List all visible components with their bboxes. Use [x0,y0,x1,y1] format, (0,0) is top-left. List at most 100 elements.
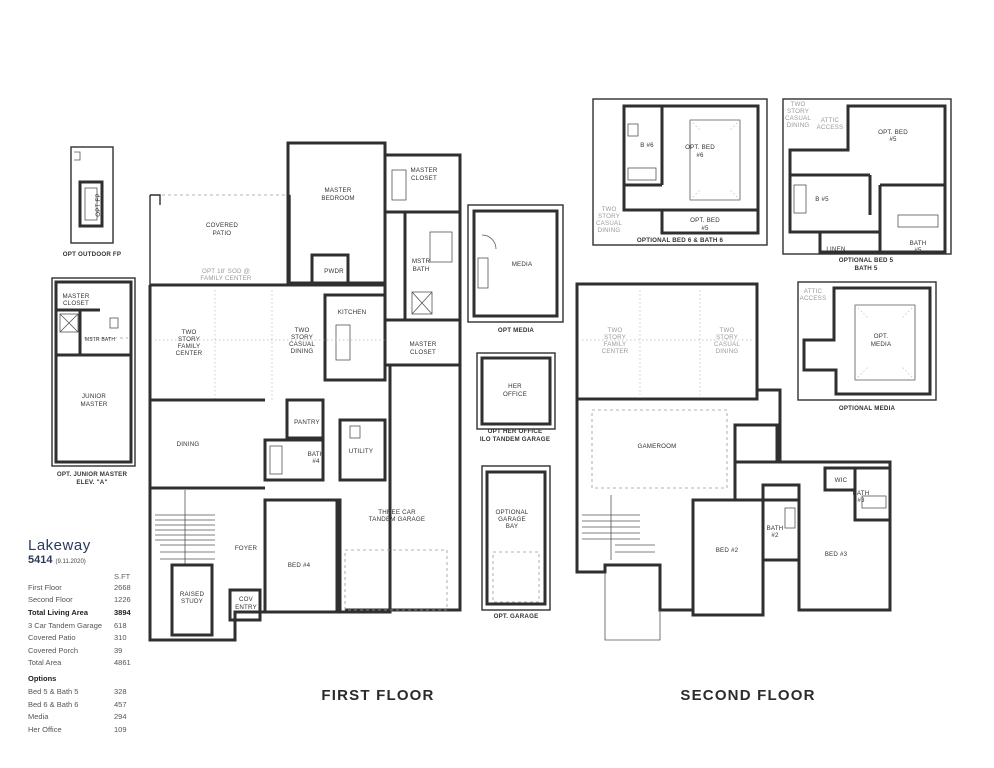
sf-casual-label-3: CASUAL [714,341,740,348]
covered-patio-label-1: COVERED [206,222,238,229]
casual-dining-label-3: CASUAL [289,341,315,348]
area-row-value: 3894 [114,607,131,617]
kitchen-label: KITCHEN [338,309,367,316]
area-row-value: 2668 [114,582,131,592]
sf-family-label-2: STORY [604,334,626,341]
family-center-label-2: STORY [178,336,200,343]
master-bedroom-label-1: MASTER [325,187,352,194]
area-row: Bed 6 & Bath 6 457 [28,698,138,711]
opt-media: MEDIA OPT MEDIA [467,204,564,334]
area-row-label: Second Floor [28,595,73,605]
bed6-caption: OPTIONAL BED 6 & BATH 6 [637,237,724,244]
junior-caption-1: OPT. JUNIOR MASTER [57,471,128,478]
pantry-label: PANTRY [294,419,320,426]
first-floor-labels: COVERED PATIO MASTER BEDROOM MASTER CLOS… [176,167,438,611]
media-attic-2: ACCESS [800,295,827,302]
bed2-label: BED #2 [716,547,739,554]
mstr-bath-label-2: BATH [413,266,430,273]
bath5-label-2: #5 [914,247,922,254]
opt-bed5a-label-2: #5 [701,225,709,232]
second-floor-labels: TWO STORY FAMILY CENTER TWO STORY CASUAL… [602,327,870,558]
study-label-1: RAISED [180,591,205,598]
master-closet-top-label-2: CLOSET [411,175,437,182]
area-row-value: 457 [114,699,127,709]
area-row-value: 1226 [114,595,131,605]
bed5-attic-2: ACCESS [817,124,844,131]
b6-label: B #6 [640,142,654,149]
area-row: Total Living Area 3894 [28,606,138,619]
bath5-label-1: BATH [910,240,927,247]
second-floor-title: SECOND FLOOR [680,687,815,704]
opt-bed5-label-2: #5 [889,136,897,143]
wic-label: WIC [835,477,848,484]
bed5-two-story-3: CASUAL [785,115,811,122]
casual-dining-label-4: DINING [291,348,314,355]
area-row-label: First Floor [28,582,62,592]
area-row-label: Her Office [28,724,62,734]
options-header: Options [28,674,57,684]
bath3-label-2: #3 [857,497,865,504]
master-bedroom-label-2: BEDROOM [321,195,354,202]
study-label-2: STUDY [181,598,203,605]
utility-label: UTILITY [349,448,373,455]
area-row-value: 618 [114,620,127,630]
opt-bed5a-label-1: OPT. BED [690,217,720,224]
opt-media-2-label-2: MEDIA [871,341,892,348]
linen-label: LINEN [826,246,845,253]
area-row-label: Total Living Area [28,607,89,617]
opt-bed5-bath5: TWO STORY CASUAL DINING ATTIC ACCESS OPT… [782,98,952,272]
area-row-label: Bed 6 & Bath 6 [28,699,79,709]
garage-label-1: THREE CAR [378,509,416,516]
bath3-label-1: BATH [853,490,870,497]
junior-master-label-2: MASTER [81,401,108,408]
bed6-two-story-2: STORY [598,213,620,220]
mstr-bath-label-1: MSTR [412,258,431,265]
opt-media-caption: OPT MEDIA [498,327,535,334]
bed6-two-story-3: CASUAL [596,220,622,227]
family-center-label-3: FAMILY [178,343,201,350]
bed5-attic-1: ATTIC [821,117,840,124]
bath4-label-2: #4 [312,458,320,465]
opt-fp-label: OPT FP [95,193,102,216]
area-row-value: 328 [114,686,127,696]
second-floor-main [575,282,892,641]
her-office-label-2: OFFICE [503,391,527,398]
bath4-label-1: BATH [308,451,325,458]
opt-outdoor-fp: OPT FP OPT OUTDOOR FP [63,146,121,258]
sqft-header: S.FT [114,572,131,581]
area-row-label: Covered Patio [28,633,76,643]
bed4-label: BED #4 [288,562,311,569]
junior-master-label-1: JUNIOR [82,393,107,400]
opt-sod-label-1: OPT 18' SOD @ [202,268,250,275]
opt-garage: OPTIONAL GARAGE BAY OPT. GARAGE [481,465,551,620]
opt-sod-label-2: FAMILY CENTER [200,275,252,282]
model-number: 5414 [28,554,53,566]
bed5-caption-2: BATH 5 [854,265,877,272]
area-row-value: 294 [114,712,127,722]
opt-junior-master: MASTER CLOSET MSTR BATH JUNIOR MASTER OP… [51,277,136,486]
area-row-label: Covered Porch [28,645,79,655]
master-closet-bot-label-1: MASTER [410,341,437,348]
garage-bay-label-1: OPTIONAL [496,509,529,516]
opt-media-2-label-1: OPT. [874,333,889,340]
cov-entry-label-1: COV [239,596,254,603]
pwdr-label: PWDR [324,268,344,275]
her-office-caption-1: OPT HER OFFICE [488,428,543,435]
opt-bed5-label-1: OPT. BED [878,129,908,136]
junior-bath-label: MSTR BATH [85,337,116,343]
opt-garage-caption: OPT. GARAGE [494,613,539,620]
opt-media-second: ATTIC ACCESS OPT. MEDIA OPTIONAL MEDIA [797,281,937,412]
media-label: MEDIA [512,261,533,268]
bed6-two-story-4: DINING [598,227,621,234]
area-row: First Floor 2668 [28,581,138,594]
opt-bed6-label-1: OPT. BED [685,144,715,151]
area-row-label: Bed 5 & Bath 5 [28,686,79,696]
opt-her-office: HER OFFICE OPT HER OFFICE ILO TANDEM GAR… [476,352,556,443]
area-row-value: 39 [114,645,123,655]
